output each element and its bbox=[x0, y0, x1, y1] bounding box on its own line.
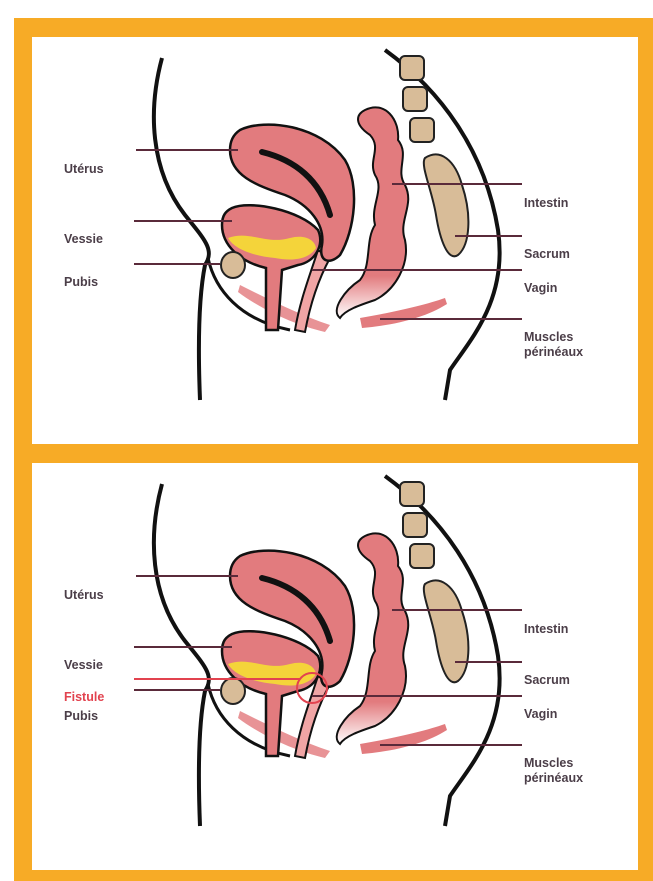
vertebra bbox=[399, 55, 425, 81]
vertebra bbox=[409, 117, 435, 143]
label-sacrum: Sacrum bbox=[524, 247, 570, 261]
perineal-muscle bbox=[360, 724, 447, 754]
anatomy-drawing bbox=[134, 48, 522, 401]
anatomy-drawing bbox=[134, 474, 522, 827]
label-pubis: Pubis bbox=[64, 275, 99, 289]
leader-lines bbox=[134, 149, 522, 320]
label-intestine: Intestin bbox=[524, 196, 569, 210]
label-bladder: Vessie bbox=[64, 658, 103, 672]
label-pubis: Pubis bbox=[64, 709, 99, 723]
sacrum-bone bbox=[422, 579, 470, 684]
pubis-bone bbox=[220, 251, 246, 279]
label-fistula: Fistule bbox=[64, 690, 105, 704]
intestine-rectum bbox=[335, 532, 410, 746]
label-vagina: Vagin bbox=[524, 707, 558, 721]
fistula-circle-marker bbox=[296, 672, 328, 704]
uterine-cavity bbox=[259, 149, 333, 218]
sacrum-bone bbox=[422, 153, 470, 258]
vertebra bbox=[399, 481, 425, 507]
vertebra bbox=[409, 543, 435, 569]
body-outline-front bbox=[151, 483, 211, 827]
leader-lines bbox=[134, 575, 522, 746]
uterus bbox=[228, 123, 356, 262]
label-muscles-2: périnéaux bbox=[524, 345, 584, 359]
intestine-rectum bbox=[335, 106, 410, 320]
label-bladder: Vessie bbox=[64, 232, 103, 246]
uterine-cavity bbox=[259, 575, 333, 644]
label-muscles-1: Muscles bbox=[524, 756, 574, 770]
label-sacrum: Sacrum bbox=[524, 673, 570, 687]
pubis-bone bbox=[220, 677, 246, 705]
body-outline-back bbox=[383, 48, 502, 401]
label-muscles-2: périnéaux bbox=[524, 771, 584, 785]
perineal-muscle bbox=[360, 298, 447, 328]
label-uterus: Utérus bbox=[64, 162, 104, 176]
label-uterus: Utérus bbox=[64, 588, 104, 602]
vertebra bbox=[402, 512, 428, 538]
label-muscles-1: Muscles bbox=[524, 330, 574, 344]
body-outline-back bbox=[383, 474, 502, 827]
vertebra bbox=[402, 86, 428, 112]
label-intestine: Intestin bbox=[524, 622, 569, 636]
label-vagina: Vagin bbox=[524, 281, 558, 295]
urine bbox=[228, 235, 316, 260]
body-outline-front bbox=[151, 57, 211, 401]
